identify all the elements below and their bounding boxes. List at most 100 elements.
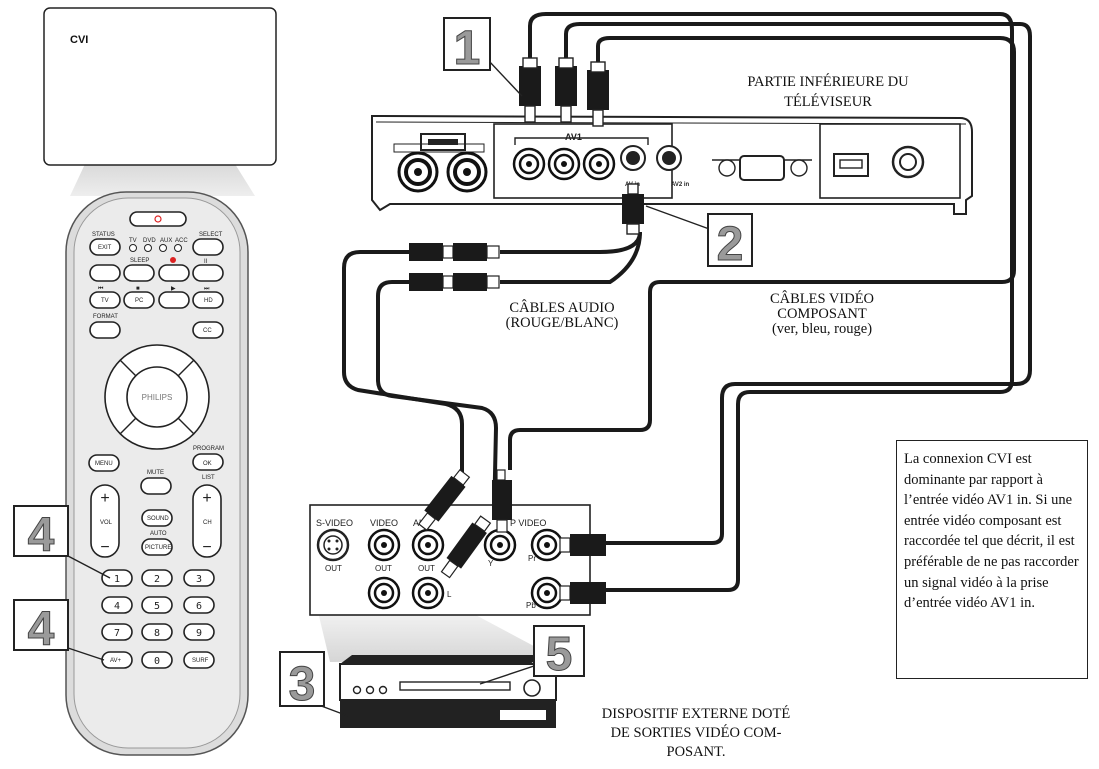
tv-button-label: TV bbox=[101, 298, 109, 304]
digit-6-label: 6 bbox=[196, 601, 202, 612]
component-video-label: P VIDEO bbox=[510, 518, 546, 528]
mute-label: MUTE bbox=[147, 470, 164, 476]
tv-bottom-panel: AV1 Pr Pb Y AV in AV2 in bbox=[371, 114, 973, 215]
svg-text:4: 4 bbox=[28, 603, 55, 656]
tv-vga-port bbox=[712, 155, 812, 181]
hd-button-label: HD bbox=[204, 298, 213, 304]
format-button[interactable] bbox=[89, 321, 121, 339]
tv-source-label: TV bbox=[129, 238, 137, 244]
audio-out-label: OUT bbox=[418, 564, 435, 573]
acc-source-label: ACC bbox=[175, 238, 188, 244]
tv-av-in-jack bbox=[620, 145, 646, 171]
cvi-note: La connexion CVI est dominante par rappo… bbox=[896, 440, 1088, 679]
play-icon: ▶ bbox=[171, 286, 176, 292]
program-label: PROGRAM bbox=[193, 446, 224, 452]
sleep-label: SLEEP bbox=[130, 258, 149, 264]
tv-scart-left-jack bbox=[397, 151, 439, 193]
ch-label: CH bbox=[203, 520, 212, 526]
screen-button[interactable] bbox=[89, 264, 121, 282]
tv-round-connector bbox=[891, 145, 925, 179]
acc-source-led bbox=[174, 244, 182, 252]
select-button[interactable] bbox=[192, 238, 224, 256]
forward-icon: ⏭ bbox=[204, 286, 210, 292]
step-4-badge-top: 4 bbox=[13, 505, 111, 579]
step-1-badge: 1 bbox=[443, 17, 523, 97]
tv-pb-jack bbox=[547, 147, 581, 181]
aux-source-label: AUX bbox=[160, 238, 172, 244]
tv-y-jack bbox=[582, 147, 616, 181]
video-out-jack bbox=[367, 528, 401, 562]
tv-av1-label: AV1 bbox=[565, 132, 582, 142]
audio-r-out-jack bbox=[411, 528, 445, 562]
power-button[interactable] bbox=[129, 211, 187, 227]
dvd-source-led bbox=[144, 244, 152, 252]
device-pr-jack bbox=[530, 528, 564, 562]
sleep-button[interactable] bbox=[123, 264, 155, 282]
audio-cables bbox=[342, 231, 642, 562]
step-2-badge: 2 bbox=[645, 205, 753, 272]
svideo-out-jack bbox=[316, 528, 350, 562]
digit-3-label: 3 bbox=[196, 574, 202, 585]
pause-label: II bbox=[204, 259, 208, 265]
refresh-button[interactable] bbox=[192, 264, 224, 282]
dvd-source-label: DVD bbox=[143, 238, 156, 244]
tv-pr-jack bbox=[512, 147, 546, 181]
device-plugs bbox=[417, 468, 606, 604]
rewind-icon: ⏮ bbox=[98, 286, 104, 292]
picture-button-label: PICTURE bbox=[145, 545, 171, 551]
teletext-button[interactable] bbox=[158, 291, 190, 309]
digit-5-label: 5 bbox=[154, 601, 160, 612]
tv-screen-label: CVI bbox=[70, 34, 89, 46]
svg-text:5: 5 bbox=[546, 628, 573, 681]
svg-text:−: − bbox=[100, 539, 109, 556]
video-out-jack-2 bbox=[367, 576, 401, 610]
navigation-pad[interactable] bbox=[104, 344, 210, 450]
ok-button-label: OK bbox=[203, 461, 212, 467]
tv-av2-in-jack bbox=[656, 145, 682, 171]
svideo-out-label: OUT bbox=[325, 564, 342, 573]
svg-text:2: 2 bbox=[717, 218, 744, 271]
select-label: SELECT bbox=[199, 232, 223, 238]
volume-rocker[interactable]: + − bbox=[90, 484, 120, 558]
digit-9-label: 9 bbox=[196, 628, 202, 639]
tv-source-led bbox=[129, 244, 137, 252]
component-video-cables bbox=[508, 12, 1032, 592]
device-pb-jack bbox=[530, 576, 564, 610]
device-l-label: L bbox=[447, 590, 452, 599]
svg-text:+: + bbox=[202, 490, 211, 507]
format-label: FORMAT bbox=[93, 314, 118, 320]
tv-hdmi-port bbox=[833, 153, 869, 177]
external-device bbox=[339, 655, 557, 728]
digit-0-label: 0 bbox=[154, 656, 160, 667]
tv-panel-title: PARTIE INFÉRIEURE DU TÉLÉVISEUR bbox=[747, 74, 909, 110]
device-y-jack bbox=[483, 528, 517, 562]
status-label: STATUS bbox=[92, 232, 115, 238]
tv-screen bbox=[43, 7, 277, 196]
svg-text:4: 4 bbox=[28, 509, 55, 562]
step-5-badge: 5 bbox=[479, 625, 585, 685]
pip-button[interactable] bbox=[158, 264, 190, 282]
digit-2-label: 2 bbox=[154, 574, 160, 585]
video-label: VIDEO bbox=[370, 518, 398, 528]
record-dot-icon bbox=[170, 257, 176, 263]
digit-4-label: 4 bbox=[114, 601, 120, 612]
av-plus-label: AV+ bbox=[110, 658, 122, 664]
channel-rocker[interactable]: + − bbox=[192, 484, 222, 558]
surf-label: SURF bbox=[192, 658, 209, 664]
auto-label: AUTO bbox=[150, 531, 167, 537]
svg-text:1: 1 bbox=[454, 22, 481, 75]
step-4-badge-bottom: 4 bbox=[13, 599, 105, 661]
remote-control: STATUS TV DVD AUX ACC SELECT EXIT SLEEP … bbox=[65, 191, 249, 756]
svg-text:+: + bbox=[100, 490, 109, 507]
device-caption: DISPOSITIF EXTERNE DOTÉ DE SORTIES VIDÉO… bbox=[601, 706, 791, 760]
list-label: LIST bbox=[202, 475, 215, 481]
tv-audio-plug bbox=[622, 183, 644, 235]
audio-cables-label: CÂBLES AUDIO (ROUGE/BLANC) bbox=[505, 300, 619, 331]
svg-text:3: 3 bbox=[289, 658, 316, 711]
mute-button[interactable] bbox=[140, 477, 172, 495]
tv-component-plugs bbox=[519, 57, 609, 127]
step-3-badge: 3 bbox=[279, 651, 349, 717]
cc-button-label: CC bbox=[203, 328, 212, 334]
aux-source-led bbox=[159, 244, 167, 252]
